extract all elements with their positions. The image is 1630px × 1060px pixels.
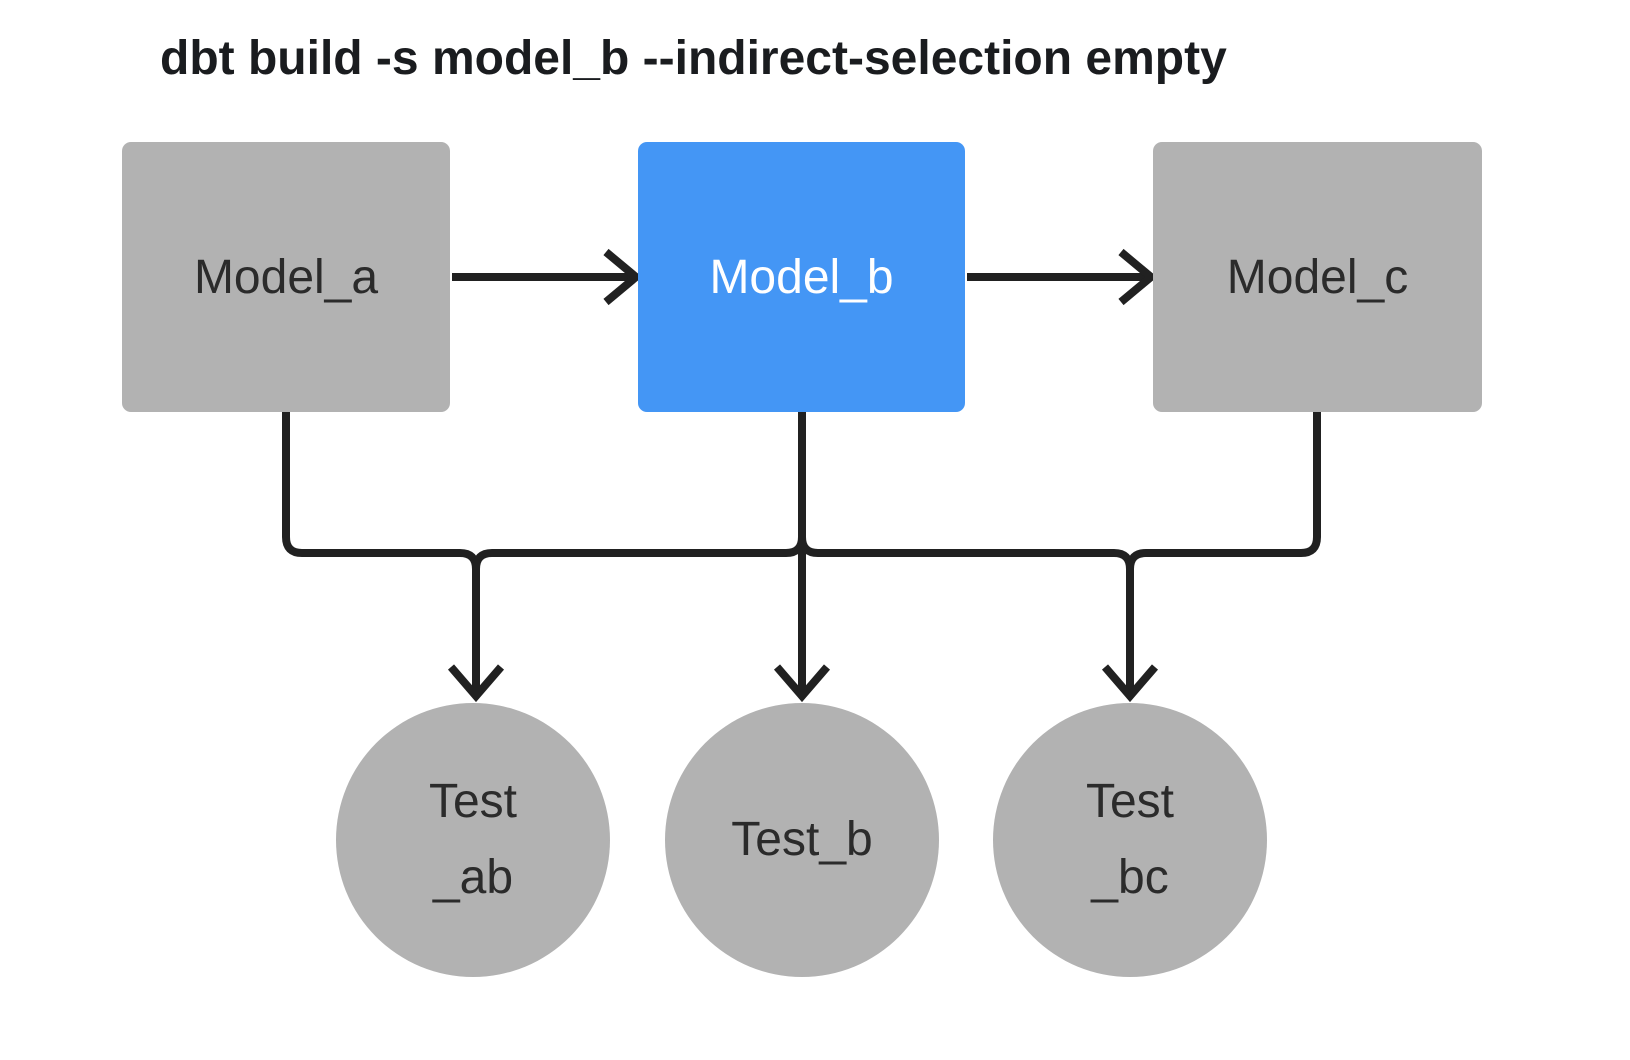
test-ab-node: Test _ab xyxy=(336,703,610,977)
test-bc-label-line-1: Test xyxy=(1085,775,1175,829)
arrowhead-into-model-c-icon xyxy=(1118,248,1158,306)
arrowhead-into-test-bc-icon xyxy=(1101,664,1159,703)
model-b-label: Model_b xyxy=(709,250,894,304)
test-bc-label-line-2: _bc xyxy=(1091,851,1169,904)
arrowhead-into-test-b-icon xyxy=(773,664,831,703)
edge-model-b-to-test-bc xyxy=(798,410,1134,691)
test-ab-label-line-1: Test xyxy=(428,775,518,829)
edge-model-b-to-test-ab xyxy=(472,410,806,570)
test-b-node: Test_b xyxy=(665,703,939,977)
model-c-node: Model_c xyxy=(1153,142,1482,412)
model-a-label: Model_a xyxy=(193,250,379,304)
diagram-title: dbt build -s model_b --indirect-selectio… xyxy=(160,32,1227,85)
edge-model-c-to-test-bc xyxy=(1126,410,1321,570)
test-bc-node: Test _bc xyxy=(993,703,1267,977)
arrowhead-into-test-ab-icon xyxy=(447,664,505,703)
arrowhead-into-model-b-icon xyxy=(603,248,643,306)
model-b-node: Model_b xyxy=(638,142,965,412)
test-b-label-line-1: Test_b xyxy=(731,813,873,867)
model-c-label: Model_c xyxy=(1226,250,1409,304)
test-ab-label-line-2: _ab xyxy=(432,851,514,904)
edge-model-a-to-test-ab xyxy=(282,410,480,691)
model-a-node: Model_a xyxy=(122,142,450,412)
